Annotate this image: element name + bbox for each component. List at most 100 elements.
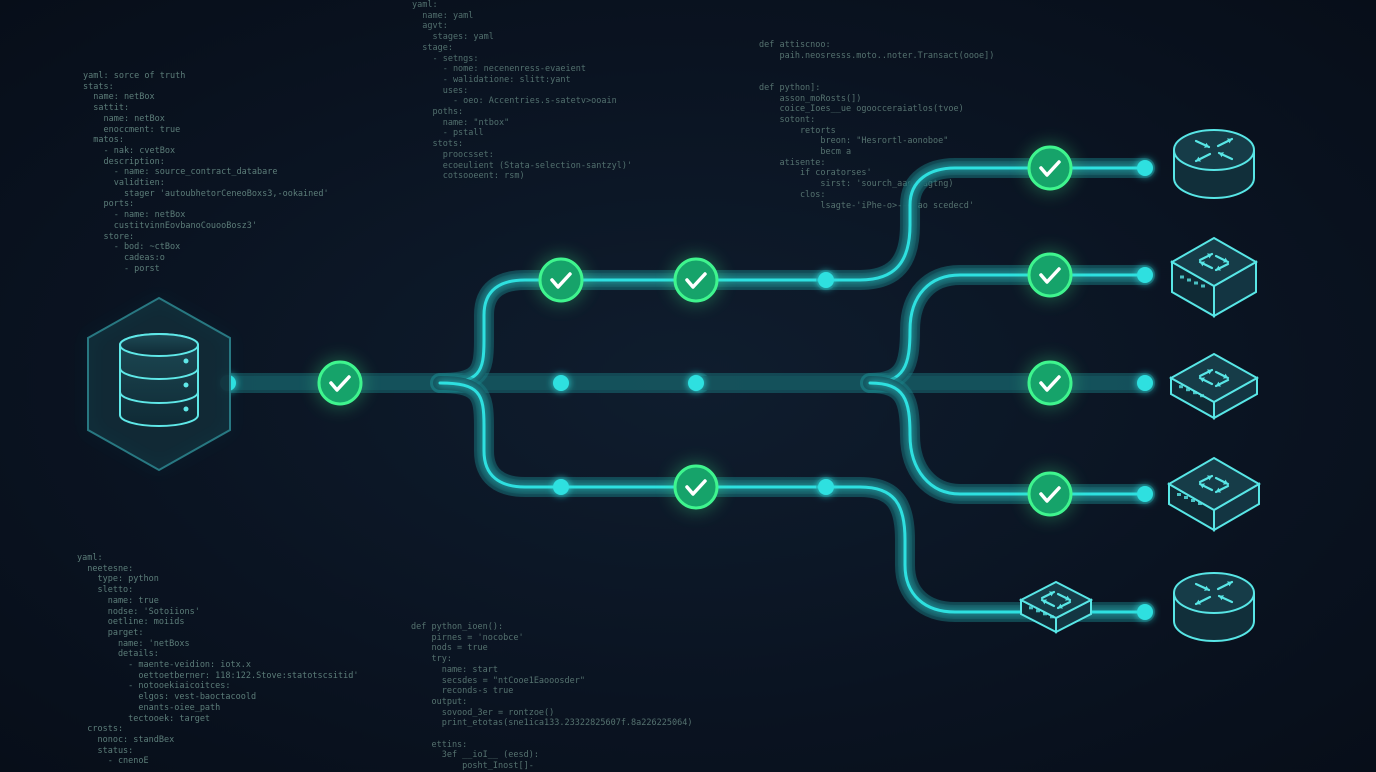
code-line: yaml: sorce of truth — [83, 71, 186, 81]
switch-icon — [1167, 456, 1261, 532]
code-line: output: — [411, 696, 468, 707]
pipe-segment — [860, 265, 1155, 393]
code-line: cotsooeent: rsm) — [412, 171, 525, 182]
code-snippet-top-center: yaml: name: yaml agvt: stages: yaml stag… — [412, 0, 632, 182]
code-line: name: yaml — [412, 10, 474, 21]
code-line: oetline: moiids — [77, 617, 185, 628]
code-line: name: 'netBoxs — [77, 638, 190, 649]
code-line: - nome: necenenress-evaeient — [412, 64, 586, 75]
check-icon — [1024, 357, 1076, 409]
code-line: print_etotas(sne1ica133.23322825607f.8a2… — [411, 718, 693, 729]
code-line: agvt: — [412, 21, 448, 32]
code-line: stots: — [412, 139, 464, 150]
code-line: oettoetberner: 118:122.Stove:statotscsit… — [77, 670, 359, 681]
pipe-network — [220, 158, 1155, 622]
code-line: asson_moRosts(]) — [759, 93, 862, 104]
check-icon — [535, 254, 587, 306]
code-line: poths: — [412, 107, 464, 118]
code-line: ettins: — [411, 739, 468, 750]
code-line: - nak: cvetBox — [83, 145, 176, 156]
junction-dot — [818, 479, 834, 495]
check-nodes — [314, 142, 1076, 520]
code-line: yaml: — [412, 0, 438, 10]
pipe-segment — [860, 373, 1155, 504]
code-line: sletto: — [77, 585, 134, 596]
code-line: - pstall — [412, 128, 484, 139]
router-icon — [1173, 129, 1255, 199]
code-line: coice_Ioes__ue ogoocceraiatlos(tvoe) — [759, 104, 964, 115]
code-line: - porst — [83, 263, 160, 274]
code-line: atisente: — [759, 157, 826, 168]
code-line: 3ef __ioI__ (eesd): — [411, 750, 539, 761]
junction-dot — [1137, 160, 1153, 176]
code-line: - maente-veidion: iotx.x — [77, 660, 251, 671]
code-snippet-top-right: def attiscnoo: paih.neosresss.moto..note… — [759, 40, 994, 211]
code-line: - setngs: — [412, 53, 479, 64]
code-line: name: netBox — [83, 92, 155, 103]
code-line: def python_ioen(): — [411, 622, 504, 632]
code-line: enoccment: true — [83, 124, 181, 135]
code-line: cadeas:o — [83, 252, 165, 263]
junction-dot — [1137, 604, 1153, 620]
code-line: def python]: — [759, 82, 821, 93]
switch-icon — [1018, 580, 1094, 634]
code-line: reconds-s true — [411, 686, 514, 697]
code-line: description: — [83, 156, 165, 167]
network-devices — [1167, 129, 1261, 642]
code-line: ecoeulient (Stata-selection-santzyl)' — [412, 160, 633, 171]
pipe-segment — [816, 158, 1155, 290]
code-line: neetesne: — [77, 563, 134, 574]
code-line: - oeo: Accentries.s-satetv>ooain — [412, 96, 617, 107]
code-line: parget: — [77, 627, 144, 638]
code-line: stages: yaml — [412, 32, 494, 43]
junction-dot — [1137, 375, 1153, 391]
code-line: - walidatione: slitt:yant — [412, 74, 571, 85]
code-line: paih.neosresss.moto..noter.Transact(oooe… — [759, 50, 995, 61]
code-line: def attiscnoo: — [759, 40, 831, 50]
code-line: uses: — [412, 85, 469, 96]
code-line: - bod: ~ctBox — [83, 242, 181, 253]
code-line: enants-oiee_path — [77, 702, 221, 713]
code-line: status: — [77, 745, 134, 756]
junction-dot — [1137, 267, 1153, 283]
code-line: name: start — [411, 664, 498, 675]
code-line: matos: — [83, 135, 124, 146]
junction-dot — [553, 479, 569, 495]
code-line: tectooek: target — [77, 713, 211, 724]
code-line: nodse: 'Sotoiions' — [77, 606, 200, 617]
code-line: - notooekiaicoitces: — [77, 681, 231, 692]
check-icon — [1024, 142, 1076, 194]
inline-switch — [1018, 580, 1094, 634]
database-icon — [119, 333, 199, 427]
code-line: - name: source_contract_databare — [83, 167, 278, 178]
code-line: if coratorses' — [759, 168, 872, 179]
switch-icon — [1169, 236, 1259, 318]
code-line: posht_Inost[]- — [411, 761, 534, 772]
check-icon — [670, 254, 722, 306]
code-line: try: — [411, 654, 452, 665]
code-snippet-bottom-left: yaml: neetesne: type: python sletto: nam… — [77, 553, 358, 767]
code-line: sattit: — [83, 103, 130, 114]
check-icon — [1024, 249, 1076, 301]
code-line: name: true — [77, 595, 159, 606]
code-line: breon: "Hesrortl-aonoboe" — [759, 136, 949, 147]
check-icon — [314, 357, 366, 409]
pipe-segment — [430, 373, 836, 497]
code-line: nods = true — [411, 643, 488, 654]
code-line: details: — [77, 649, 159, 660]
code-line: retorts — [759, 125, 836, 136]
code-line: sotont: — [759, 114, 816, 125]
code-line: crosts: — [77, 724, 124, 735]
check-icon — [670, 461, 722, 513]
code-line: store: — [83, 231, 135, 242]
junction-dot — [553, 375, 569, 391]
switch-icon — [1168, 352, 1260, 420]
code-line: validtien: — [83, 178, 165, 189]
pipe-segment — [816, 477, 1155, 622]
pipe-segment — [430, 270, 836, 393]
code-line: - name: netBox — [83, 210, 186, 221]
code-line: sovood_3er = rontzoe() — [411, 707, 555, 718]
router-icon — [1173, 572, 1255, 642]
